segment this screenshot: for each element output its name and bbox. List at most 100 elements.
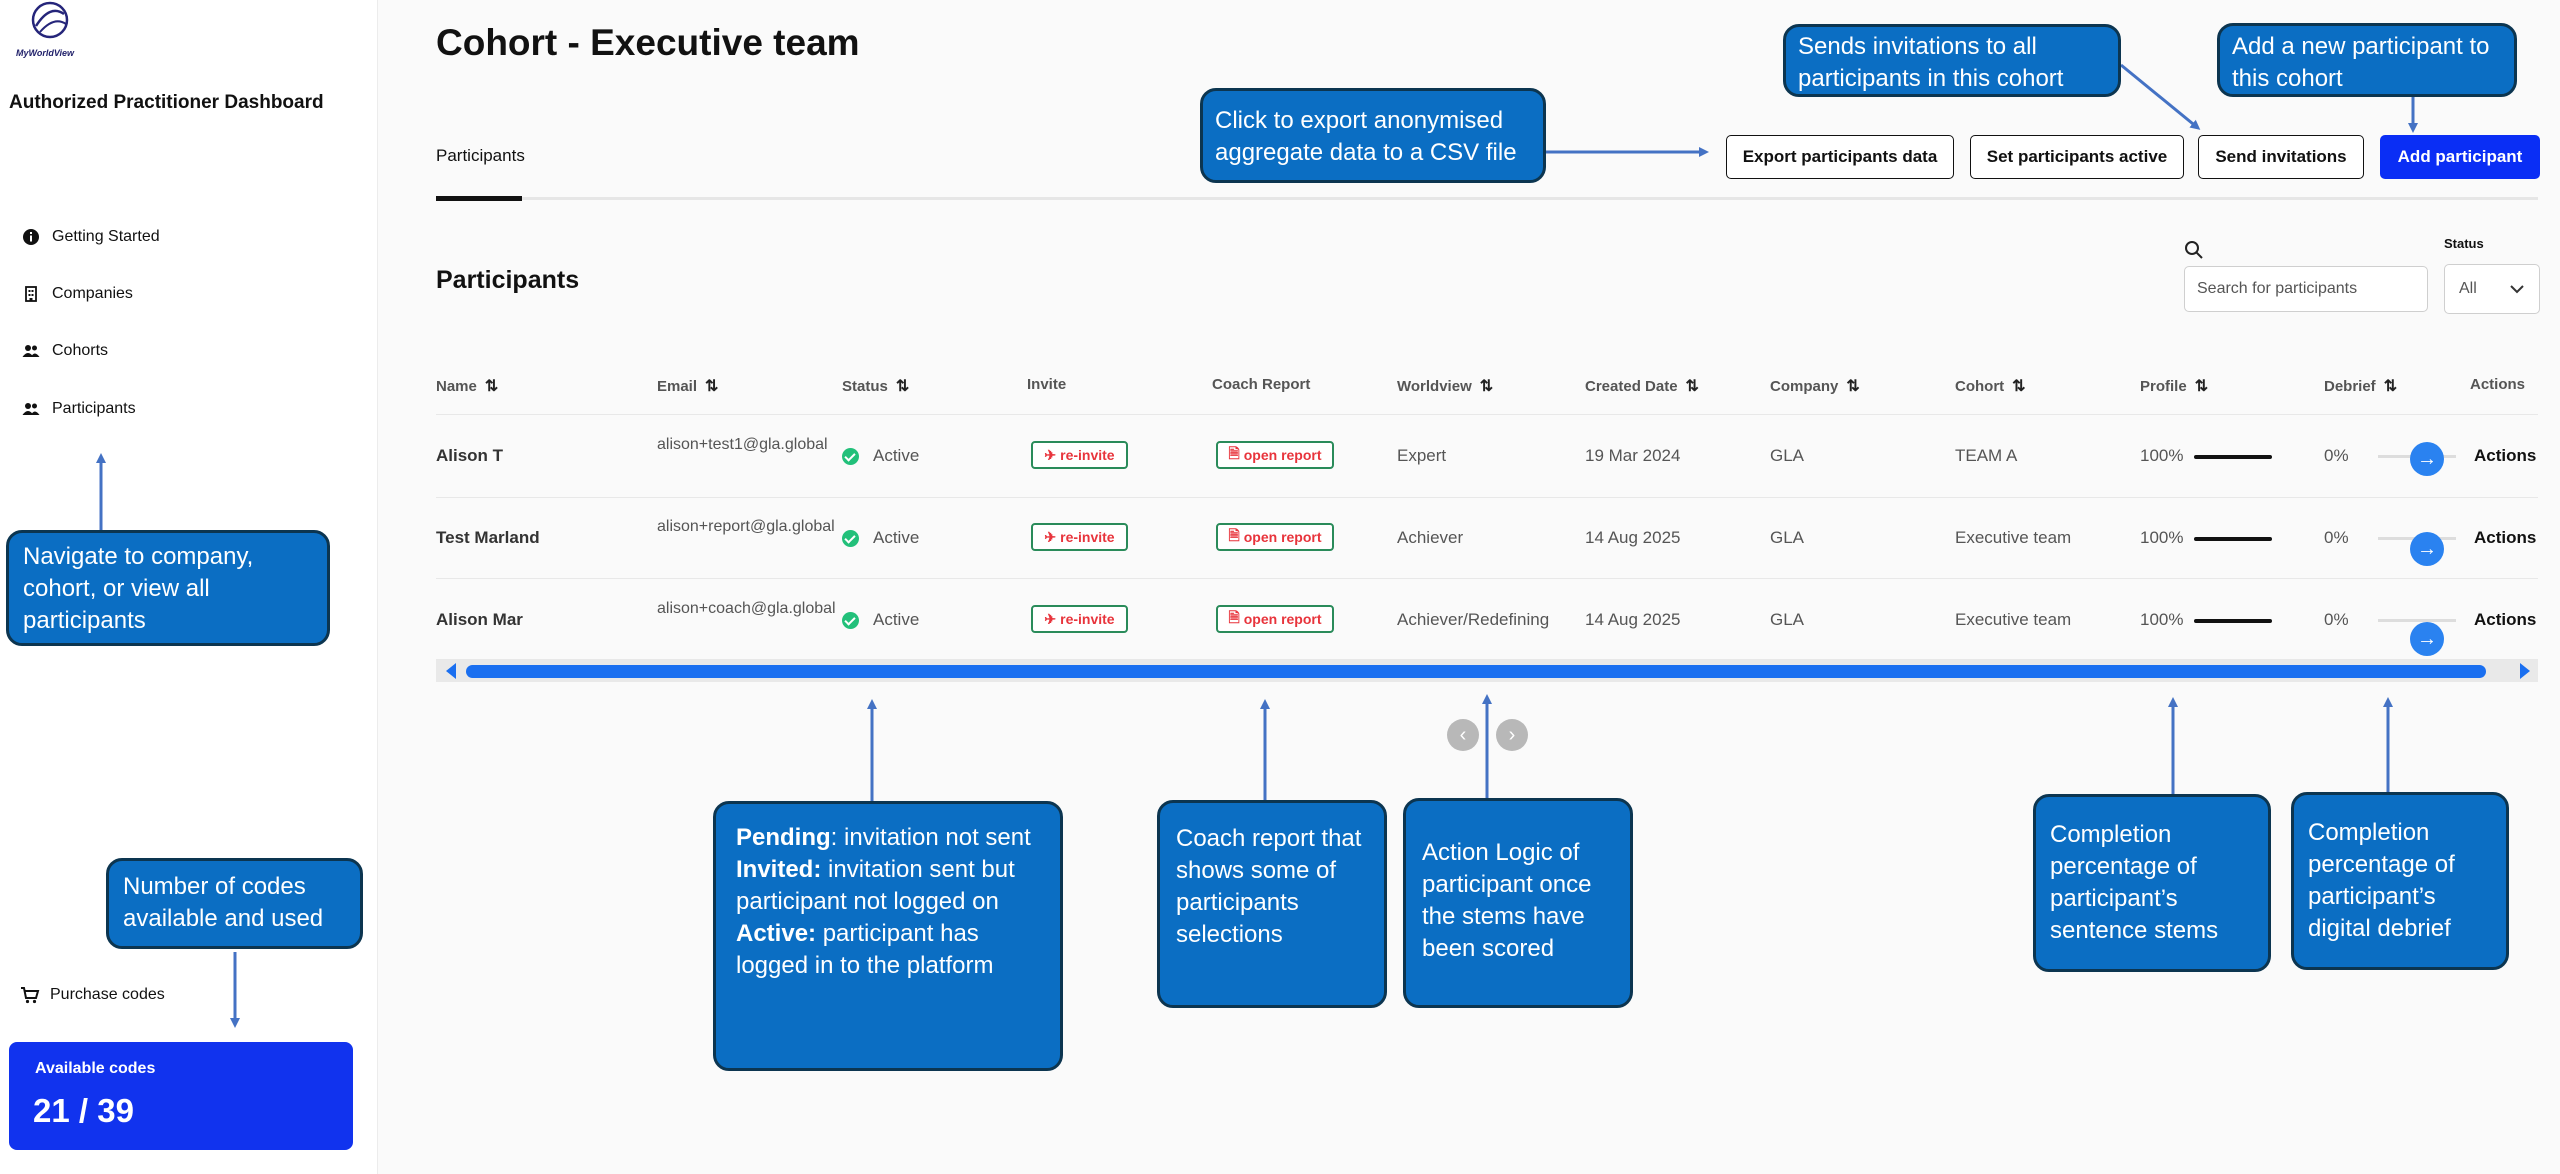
send-invitations-button[interactable]: Send invitations [2198,135,2364,179]
scrollbar-thumb[interactable] [466,665,2486,678]
sidebar-item-companies[interactable]: Companies [22,281,133,307]
status-badge: Active [842,446,919,466]
reinvite-button[interactable]: ✈re-invite [1031,441,1128,469]
debrief-percent: 0% [2324,528,2349,547]
sort-icon: ⇅ [1479,378,1494,395]
status-term-invited: Invited: [736,856,822,883]
row-divider [436,497,2538,498]
arrow-right-icon[interactable]: → [2410,622,2444,656]
previous-page-button[interactable]: ‹ [1447,719,1479,751]
column-header-company[interactable]: Company⇅ [1770,377,1860,396]
column-header-name[interactable]: Name⇅ [436,377,499,396]
column-header-created-date[interactable]: Created Date⇅ [1585,377,1699,396]
add-participant-button[interactable]: Add participant [2380,135,2540,179]
participant-cohort: Executive team [1955,610,2072,629]
people-icon [22,403,40,415]
actions-menu[interactable]: Actions [2474,610,2537,629]
scroll-left-arrow[interactable] [446,663,456,679]
debrief-progress-track [2378,619,2456,622]
send-icon: ✈ [1044,528,1057,545]
participant-name[interactable]: Alison T [436,446,504,465]
status-term-pending: Pending [736,824,831,851]
profile-progress-bar [2194,455,2272,459]
column-header-invite: Invite [1027,376,1067,393]
sort-icon: ⇅ [1685,378,1699,395]
profile-progress-bar [2194,619,2272,623]
open-report-button[interactable]: 🗎open report [1216,523,1334,551]
column-header-coach-report: Coach Report [1212,376,1311,393]
column-header-email[interactable]: Email⇅ [657,377,719,396]
status-badge: Active [842,610,919,630]
sidebar-item-participants[interactable]: Participants [22,396,136,422]
profile-percent: 100% [2140,528,2184,547]
status-desc-active: participant has logged in to the platfor… [736,920,994,979]
sort-icon: ⇅ [895,378,910,395]
tab-divider [436,197,2538,200]
status-badge: Active [842,528,919,548]
participant-name[interactable]: Alison Mar [436,610,523,629]
dashboard-title: Authorized Practitioner Dashboard [9,92,324,113]
sidebar-item-cohorts[interactable]: Cohorts [22,338,108,364]
arrow-right-icon[interactable]: → [2410,442,2444,476]
sort-icon: ⇅ [2194,378,2209,395]
participant-cohort: TEAM A [1955,446,2018,465]
arrow-right-icon[interactable]: → [2410,532,2444,566]
actions-menu[interactable]: Actions [2474,528,2537,547]
status-filter-value: All [2459,280,2477,297]
export-participants-button[interactable]: Export participants data [1726,135,1954,179]
check-circle-icon [842,611,859,629]
open-report-button[interactable]: 🗎open report [1216,605,1334,633]
actions-menu[interactable]: Actions [2474,446,2537,465]
info-icon [23,229,39,245]
column-header-status[interactable]: Status⇅ [842,377,910,396]
callout-coach-report: Coach report that shows some of particip… [1157,800,1387,1008]
search-input[interactable] [2184,266,2428,312]
sort-icon: ⇅ [2383,378,2398,395]
sidebar-item-label: Cohorts [52,342,109,359]
participant-company: GLA [1770,528,1805,547]
participant-email: alison+coach@gla.global [657,600,836,617]
column-header-cohort[interactable]: Cohort⇅ [1955,377,2026,396]
reinvite-button[interactable]: ✈re-invite [1031,605,1128,633]
column-header-profile[interactable]: Profile⇅ [2140,377,2209,396]
set-participants-active-button[interactable]: Set participants active [1970,135,2184,179]
participant-name[interactable]: Test Marland [436,528,540,547]
sort-icon: ⇅ [2012,378,2026,395]
document-icon: 🗎 [1228,609,1240,625]
building-icon [25,286,37,302]
available-codes-value: 21 / 39 [33,1092,134,1129]
participant-company: GLA [1770,610,1805,629]
sort-icon: ⇅ [484,378,499,395]
participant-worldview: Achiever [1397,528,1464,547]
sidebar-item-getting-started[interactable]: Getting Started [22,224,160,250]
tab-participants[interactable]: Participants [436,146,525,165]
brand-name: MyWorldView [16,48,75,58]
send-icon: ✈ [1044,446,1057,463]
column-header-debrief[interactable]: Debrief⇅ [2324,377,2398,396]
document-icon: 🗎 [1228,527,1240,543]
status-filter-select[interactable]: All [2444,264,2540,314]
next-page-button[interactable]: › [1496,719,1528,751]
open-report-button[interactable]: 🗎open report [1216,441,1334,469]
status-filter-label: Status [2444,236,2484,251]
profile-progress-bar [2194,537,2272,541]
check-circle-icon [842,529,859,547]
logo-icon [31,1,69,39]
column-header-actions: Actions [2470,376,2526,393]
tab-active-indicator [436,196,522,201]
column-header-worldview[interactable]: Worldview⇅ [1397,377,1494,396]
status-desc-pending: : invitation not sent [830,824,1031,851]
callout-debrief: Completion percentage of participant’s d… [2291,792,2509,970]
available-codes-label: Available codes [35,1060,156,1077]
participant-created-date: 14 Aug 2025 [1585,528,1681,547]
sidebar-item-label: Participants [52,400,136,417]
participant-company: GLA [1770,446,1805,465]
available-codes-card: Available codes 21 / 39 [9,1042,353,1150]
people-icon [22,345,40,357]
callout-send-invitations: Sends invitations to all participants in… [1783,24,2121,97]
scroll-right-arrow[interactable] [2520,663,2530,679]
reinvite-button[interactable]: ✈re-invite [1031,523,1128,551]
status-term-active: Active: [736,920,817,947]
purchase-codes-link[interactable]: Purchase codes [20,985,165,1005]
row-divider [436,578,2538,579]
